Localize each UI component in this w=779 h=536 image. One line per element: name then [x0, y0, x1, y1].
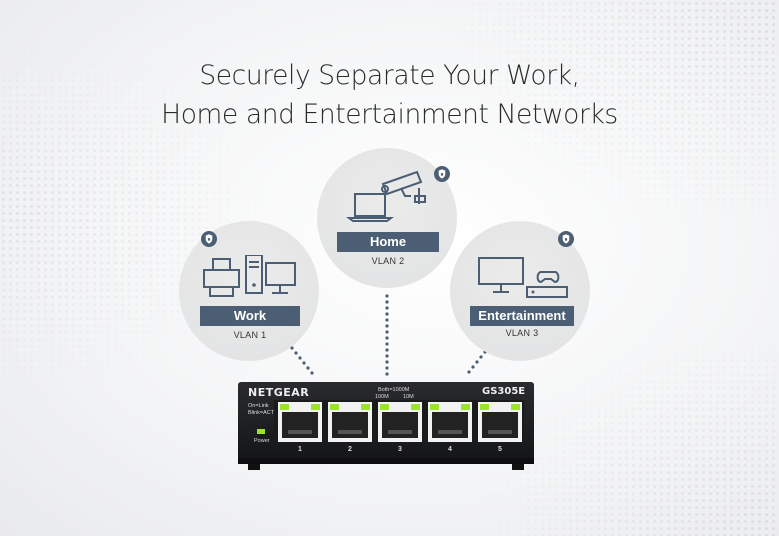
- port-2: [328, 402, 372, 442]
- legend-100m: 100M: [375, 394, 389, 400]
- tv-and-game-console-icon: [478, 257, 568, 298]
- office-workstation-icon: [203, 255, 296, 297]
- port-number-2: 2: [348, 446, 352, 453]
- port-number-1: 1: [298, 446, 302, 453]
- netgear-switch: NETGEAR GS305E On=Link Blink=ACT Both=10…: [238, 382, 534, 472]
- security-shield-icon: [434, 166, 450, 182]
- entertainment-label: Entertainment: [470, 306, 574, 326]
- legend-onlink: On=Link: [248, 403, 269, 409]
- home-label: Home: [337, 232, 439, 252]
- port-panel: [274, 400, 524, 444]
- home-vlan: VLAN 2: [371, 256, 405, 266]
- legend-both: Both=1000M: [378, 387, 410, 393]
- power-led: [257, 429, 265, 434]
- model-name: GS305E: [482, 386, 526, 397]
- security-shield-icon: [201, 231, 217, 247]
- entertainment-vlan: VLAN 3: [505, 328, 539, 338]
- security-shield-icon: [558, 231, 574, 247]
- port-number-5: 5: [498, 446, 502, 453]
- work-vlan: VLAN 1: [233, 330, 267, 340]
- power-label: Power: [254, 438, 270, 444]
- port-4: [428, 402, 472, 442]
- legend-10m: 10M: [403, 394, 414, 400]
- legend-blink: Blink=ACT: [248, 410, 275, 416]
- port-3: [378, 402, 422, 442]
- brand-logo: NETGEAR: [248, 386, 310, 399]
- page-headline: Securely Separate Your Work, Home and En…: [0, 56, 779, 134]
- port-number-3: 3: [398, 446, 402, 453]
- port-number-4: 4: [448, 446, 452, 453]
- laptop-and-camera-icon: [346, 170, 426, 222]
- work-label: Work: [200, 306, 300, 326]
- headline-line-2: Home and Entertainment Networks: [161, 99, 618, 130]
- port-1: [278, 402, 322, 442]
- headline-line-1: Securely Separate Your Work,: [199, 60, 580, 91]
- port-5: [478, 402, 522, 442]
